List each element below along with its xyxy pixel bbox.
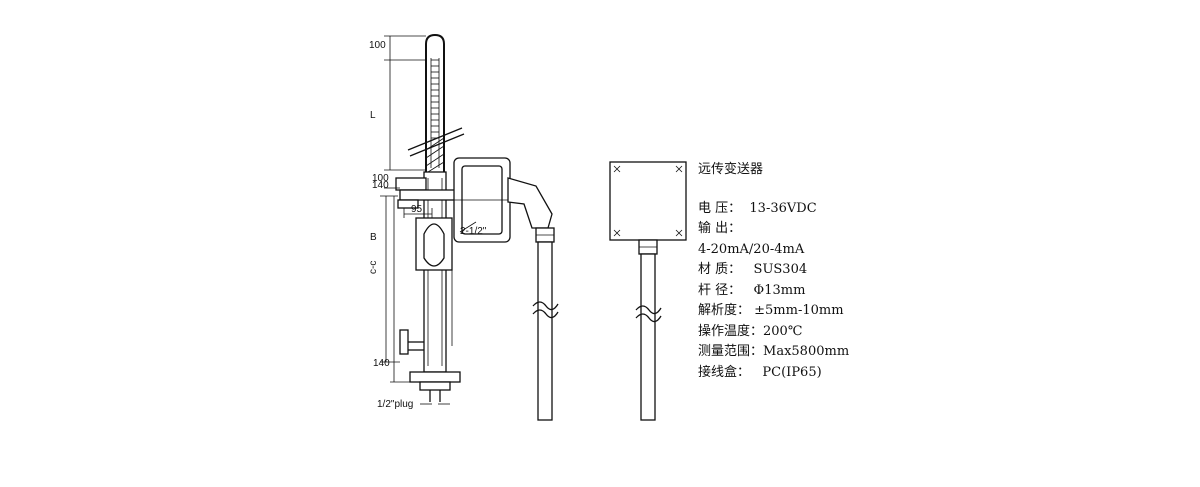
dim-140-mid: 140 — [372, 180, 389, 191]
remote-transmitter-drawing — [609, 161, 687, 421]
spec-label: 4-20mA/20-4mA — [698, 241, 805, 257]
spec-value: 13-36VDC — [741, 200, 817, 216]
spec-label: 测量范围： — [698, 344, 764, 359]
level-gauge-drawing: 100 L 100 140 95 2-1/2" B c-c 140 1/2"pl… — [368, 33, 559, 421]
dim-100-top: 100 — [369, 40, 386, 51]
spec-value: 200℃ — [763, 323, 803, 339]
spec-label: 杆 径： — [698, 282, 742, 298]
spec-value: PC(IP65) — [750, 364, 822, 380]
spec-panel: 远传变送器 电 压： 13-36VDC 输 出： 4-20mA/20-4mA 材… — [698, 160, 958, 383]
spec-label: 操作温度： — [698, 323, 764, 339]
spec-row-range: 测量范围：Max5800mm — [698, 342, 958, 363]
spec-row-rod-diameter: 杆 径： Φ13mm — [698, 281, 958, 302]
spec-row-temperature: 操作温度：200℃ — [698, 322, 958, 343]
spec-row-resolution: 解析度： ±5mm-10mm — [698, 301, 958, 322]
dim-cc: c-c — [368, 261, 379, 274]
spec-label: 输 出： — [698, 221, 742, 236]
spec-label: 接线盒： — [698, 364, 751, 380]
dim-140-bottom: 140 — [373, 358, 390, 369]
dim-L: L — [370, 110, 376, 121]
dim-plug: 1/2"plug — [377, 399, 413, 410]
spec-row-material: 材 质： SUS304 — [698, 260, 958, 281]
spec-row-junction-box: 接线盒： PC(IP65) — [698, 363, 958, 384]
spec-value: SUS304 — [741, 262, 808, 277]
spec-title: 远传变送器 — [698, 162, 764, 177]
spec-row-output: 输 出： — [698, 219, 958, 240]
spec-label: 材 质： — [698, 262, 742, 277]
spec-label: 解析度： — [698, 303, 751, 318]
spec-value: ±5mm-10mm — [750, 303, 844, 318]
spec-row-output-range: 4-20mA/20-4mA — [698, 240, 958, 261]
spec-row-voltage: 电 压： 13-36VDC — [698, 199, 958, 220]
dim-100-mid: 100 — [372, 173, 389, 184]
spec-label: 电 压： — [698, 200, 742, 216]
dim-thread: 2-1/2" — [460, 226, 487, 237]
dim-95: 95 — [411, 204, 423, 215]
spec-value: Max5800mm — [763, 344, 850, 359]
spec-value: Φ13mm — [741, 282, 806, 298]
dim-B: B — [370, 232, 377, 243]
